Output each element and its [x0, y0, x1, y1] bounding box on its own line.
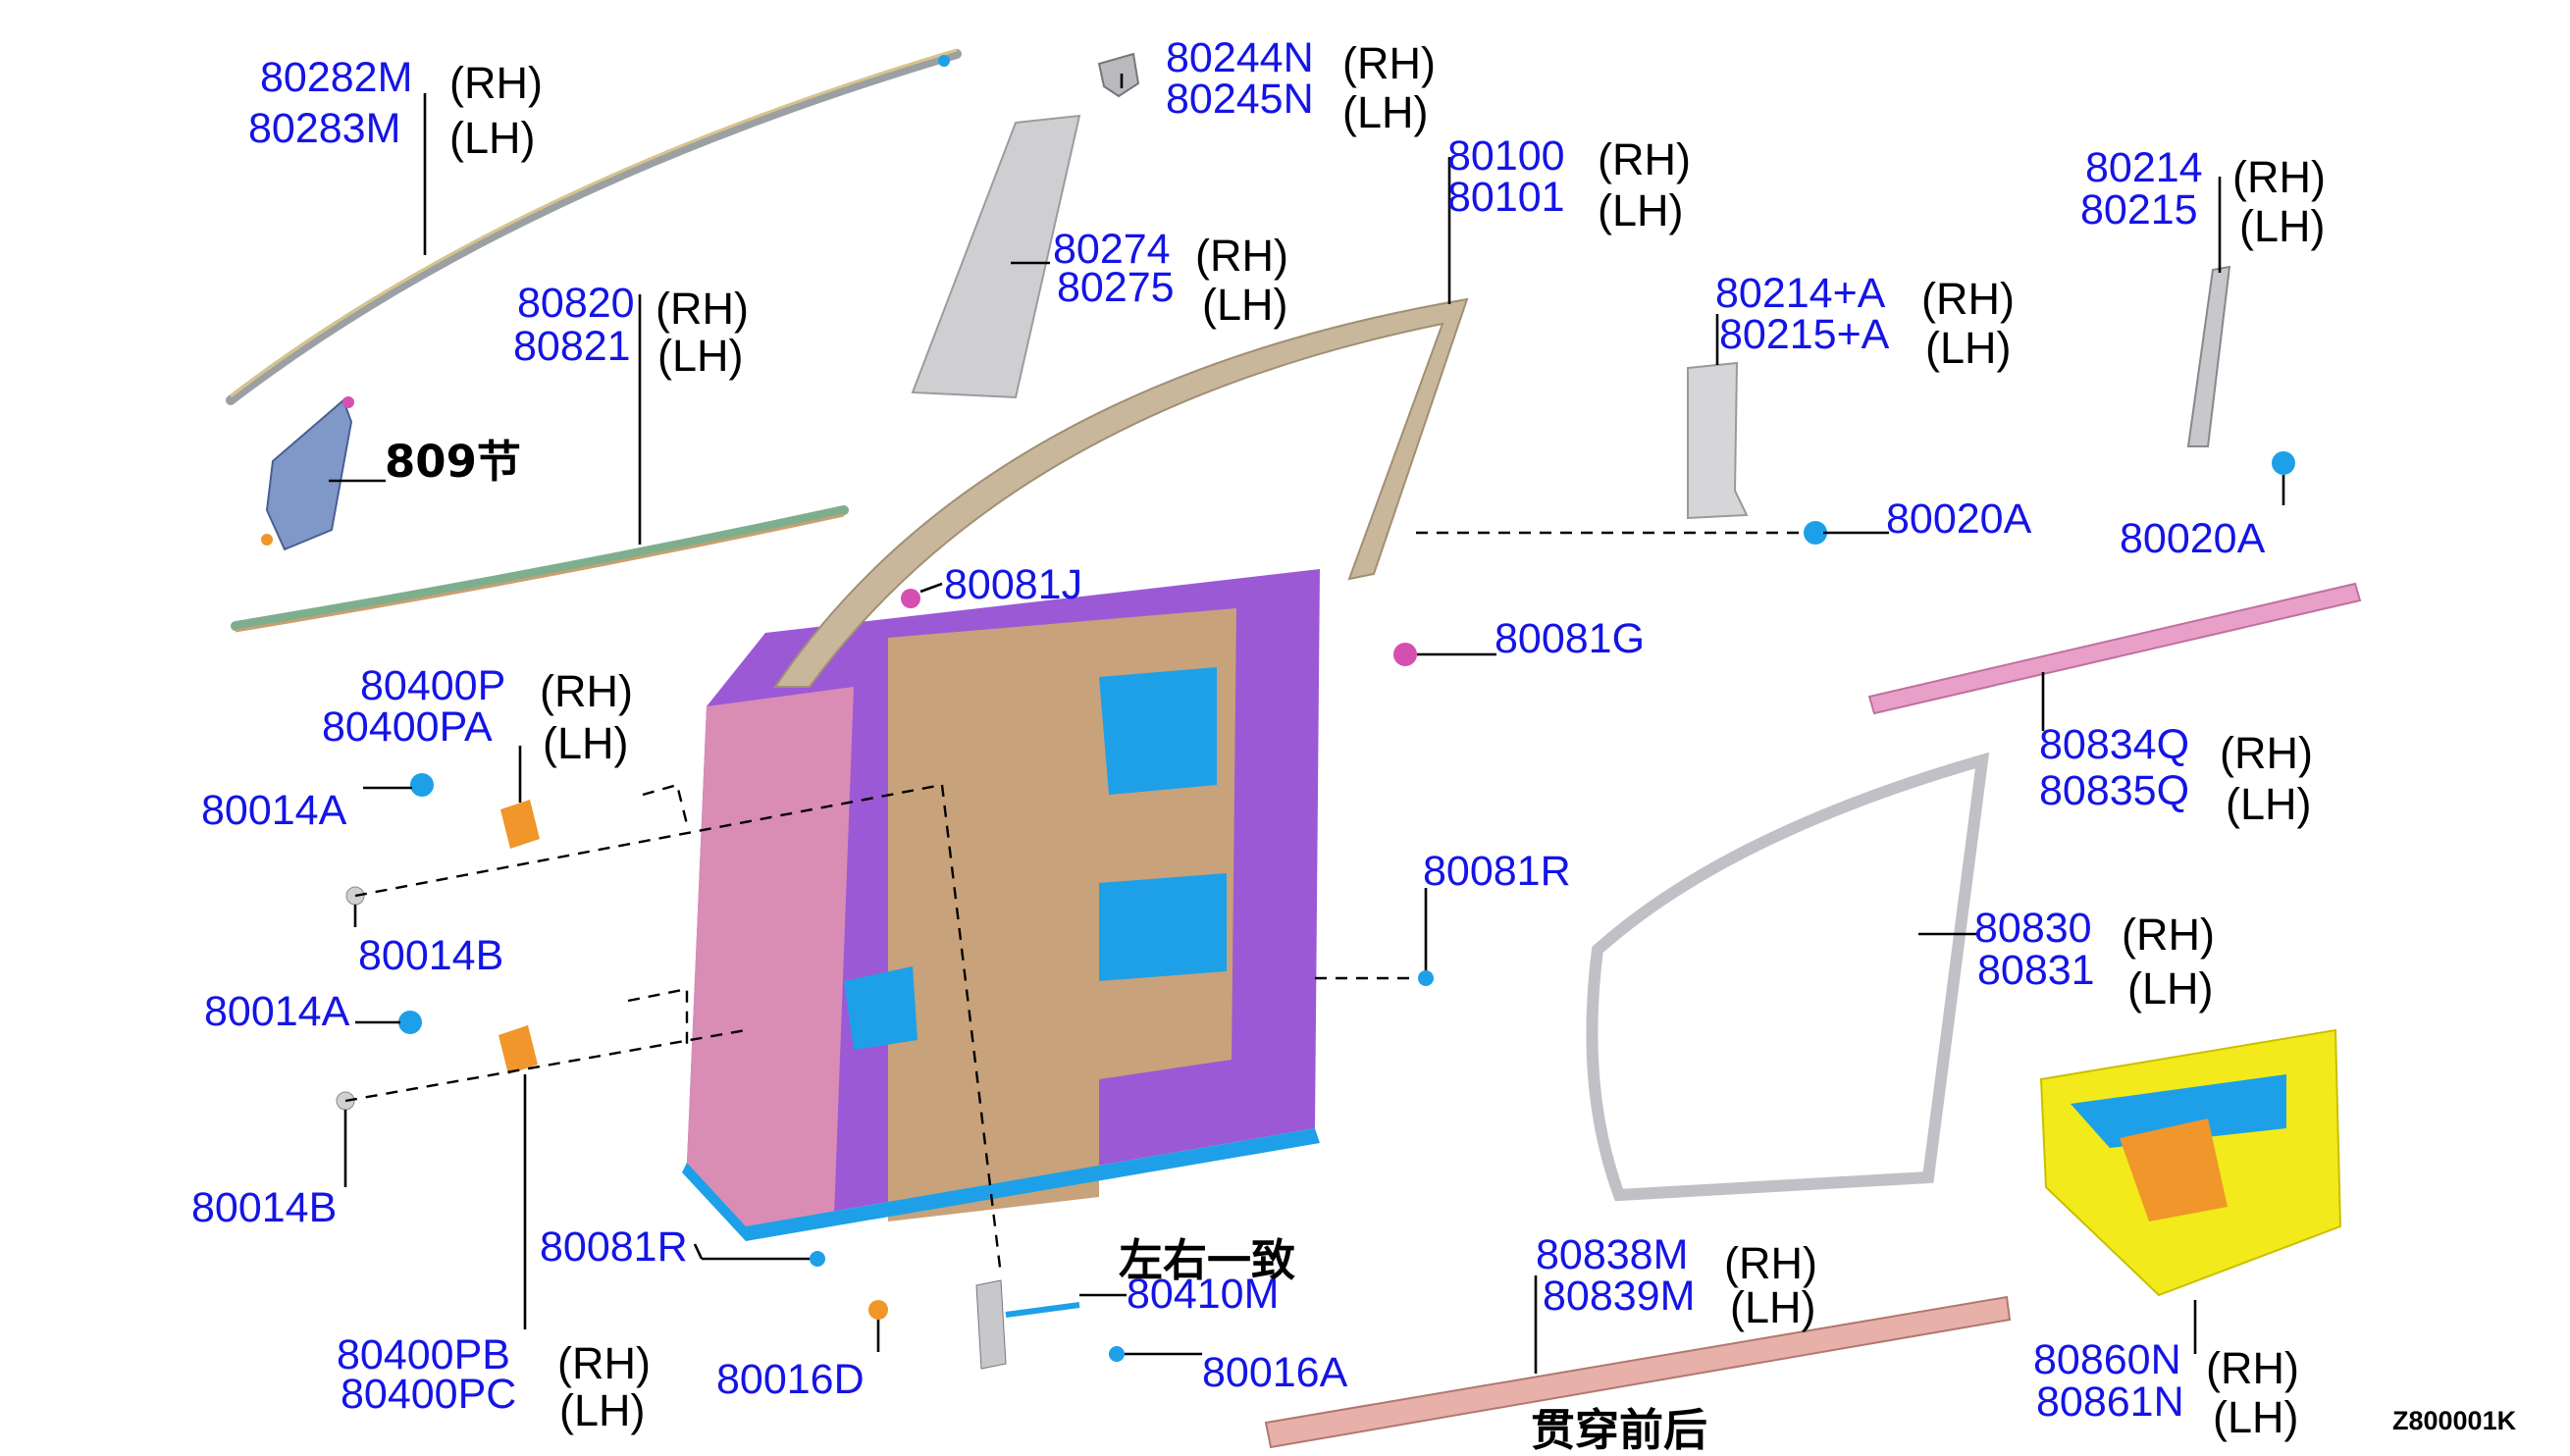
rh-80214: (RH): [2232, 152, 2326, 202]
part-80014B-2: 80014B: [191, 1184, 338, 1231]
part-80014B-1: 80014B: [358, 932, 504, 979]
hinge-80400PB-lower: [498, 1025, 538, 1074]
part-80820: 80820: [517, 280, 635, 327]
part-80081G: 80081G: [1495, 615, 1646, 662]
door-inner-panel: [682, 569, 1320, 1241]
belt-moulding-80820: [231, 505, 849, 633]
part-80274: 80274: [1053, 226, 1171, 273]
part-80020A-2: 80020A: [2120, 515, 2266, 562]
part-80838M: 80838M: [1536, 1231, 1689, 1278]
lh-80215: (LH): [2239, 201, 2326, 251]
rh-80244N: (RH): [1342, 38, 1436, 88]
part-80244N: 80244N: [1166, 34, 1314, 81]
channel-80214: [2186, 265, 2231, 447]
rh-80400PB: (RH): [557, 1338, 651, 1388]
liner-80860N: [2039, 1028, 2342, 1297]
nut-80016D: [868, 1300, 888, 1320]
dashed-guides: [344, 531, 1804, 1276]
bottom-strip-80838M: [1264, 1295, 2012, 1449]
part-80214: 80214: [2085, 144, 2203, 191]
clip-80244N: [1097, 52, 1140, 98]
label-through: 贯穿前后: [1531, 1404, 1708, 1456]
plug-80081G: [1393, 643, 1417, 666]
part-80830: 80830: [1974, 905, 2092, 952]
part-80275: 80275: [1057, 264, 1175, 311]
rh-80400P: (RH): [540, 666, 633, 716]
part-80245N: 80245N: [1166, 76, 1314, 123]
part-80400P: 80400P: [360, 662, 506, 709]
part-80860N: 80860N: [2033, 1336, 2181, 1383]
part-80081J: 80081J: [944, 561, 1083, 608]
part-80016A: 80016A: [1202, 1349, 1348, 1396]
part-80821: 80821: [513, 323, 631, 370]
plug-80081R-1: [1418, 970, 1434, 986]
lh-80400PC: (LH): [559, 1385, 646, 1435]
part-80081R-1: 80081R: [1423, 848, 1571, 895]
part-80215A: 80215+A: [1719, 311, 1890, 358]
grommet-80020A-1: [1804, 521, 1827, 545]
rh-80838M: (RH): [1724, 1238, 1817, 1288]
part-80100: 80100: [1447, 132, 1565, 180]
mirror-bracket-809: [261, 396, 354, 551]
lh-80400PA: (LH): [543, 718, 629, 768]
rh-80100: (RH): [1598, 134, 1691, 184]
part-80081R-2: 80081R: [540, 1223, 688, 1271]
part-80400PA: 80400PA: [322, 703, 493, 751]
part-80215: 80215: [2080, 186, 2198, 234]
rh-80820: (RH): [656, 284, 749, 334]
bolt-80014A-2: [398, 1011, 422, 1034]
plug-80081R-2: [810, 1251, 825, 1267]
door-frame-80100: [773, 297, 1469, 688]
part-80835Q: 80835Q: [2039, 767, 2190, 814]
lh-80835Q: (LH): [2226, 779, 2312, 829]
part-80400PB: 80400PB: [337, 1331, 510, 1378]
rh-80830: (RH): [2122, 910, 2215, 960]
lh-80831: (LH): [2127, 963, 2214, 1014]
rh-80860N: (RH): [2206, 1343, 2299, 1393]
check-link-80410M: [975, 1279, 1080, 1370]
drawing-code: Z800001K: [2392, 1406, 2517, 1435]
upper-moulding-80282M: [226, 48, 962, 405]
rh-80282M: (RH): [449, 58, 543, 108]
part-80831: 80831: [1977, 947, 2095, 994]
lh-80283M: (LH): [449, 113, 536, 163]
part-80400PC: 80400PC: [341, 1371, 517, 1418]
part-80410M: 80410M: [1127, 1271, 1280, 1318]
leader-lines: [329, 74, 2285, 1374]
lh-80275: (LH): [1202, 280, 1288, 330]
lh-80821: (LH): [657, 331, 744, 381]
label-809: 809节: [385, 436, 521, 488]
part-80014A-1: 80014A: [201, 787, 347, 834]
glass-trim-80274: [911, 114, 1081, 399]
part-80014A-2: 80014A: [204, 988, 350, 1035]
lh-80215A: (LH): [1925, 323, 2012, 373]
sill-strip-80834Q: [1867, 582, 2362, 715]
part-80861N: 80861N: [2036, 1378, 2184, 1426]
label-symmetric: 左右一致: [1119, 1234, 1296, 1286]
grommet-80020A-2: [2272, 451, 2295, 475]
hinge-80400P-upper: [500, 800, 540, 849]
part-80016D: 80016D: [716, 1356, 865, 1403]
part-80839M: 80839M: [1543, 1273, 1696, 1320]
part-80020A-1: 80020A: [1886, 495, 2032, 543]
rh-80214A: (RH): [1921, 274, 2015, 324]
part-80101: 80101: [1447, 174, 1565, 221]
part-80834Q: 80834Q: [2039, 721, 2190, 768]
lh-80245N: (LH): [1342, 87, 1429, 137]
plug-80081J: [901, 589, 920, 608]
part-80282M: 80282M: [260, 54, 413, 101]
bracket-80214A: [1687, 361, 1749, 520]
part-80214A: 80214+A: [1715, 270, 1886, 317]
lh-80861N: (LH): [2213, 1392, 2299, 1442]
rh-80274: (RH): [1195, 231, 1288, 281]
lh-80839M: (LH): [1730, 1282, 1816, 1332]
rh-80834Q: (RH): [2220, 728, 2313, 778]
bolt-80014A-1: [410, 773, 434, 797]
part-80283M: 80283M: [248, 105, 401, 152]
bolt-80016A: [1109, 1346, 1125, 1362]
lh-80101: (LH): [1598, 185, 1684, 235]
weatherstrip-80830: [1586, 752, 1990, 1202]
